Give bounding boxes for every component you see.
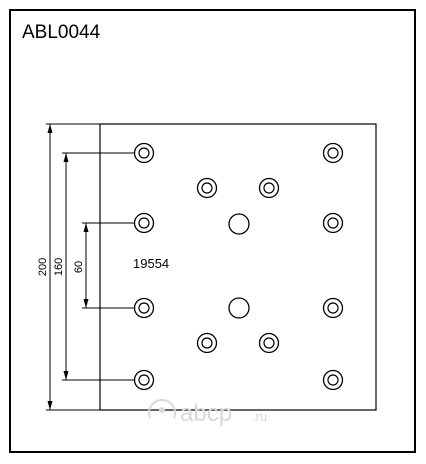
arrow-overall-top — [47, 124, 53, 133]
arrow-outer-top — [63, 153, 69, 162]
watermark-logo-icon — [148, 399, 176, 419]
rivet-hole — [196, 332, 218, 354]
dim-label-overall: 200 — [37, 258, 49, 276]
watermark: abcp .ru — [148, 399, 267, 427]
watermark-brand: abcp — [180, 400, 232, 427]
dimension-lines — [47, 124, 89, 410]
rivet-hole — [322, 142, 344, 164]
part-number: 19554 — [133, 256, 169, 271]
extension-lines — [46, 123, 135, 411]
rivet-hole — [322, 212, 344, 234]
rivet-hole — [196, 177, 218, 199]
rivet-hole — [322, 369, 344, 391]
lining-plate — [99, 123, 377, 411]
arrow-overall-bottom — [47, 401, 53, 410]
center-holes — [228, 213, 250, 319]
center-hole — [228, 213, 250, 235]
dim-label-inner-rows: 60 — [73, 261, 85, 273]
center-hole — [228, 297, 250, 319]
rivet-hole — [322, 297, 344, 319]
rivet-hole — [133, 369, 155, 391]
arrow-outer-bottom — [63, 371, 69, 380]
dim-label-outer-rows: 160 — [53, 258, 65, 276]
arrow-inner-top — [83, 223, 89, 232]
rivet-hole — [133, 212, 155, 234]
rivet-holes — [133, 142, 344, 391]
rivet-hole — [133, 142, 155, 164]
arrow-inner-bottom — [83, 299, 89, 308]
drawing-code: ABL0044 — [22, 22, 101, 43]
rivet-hole — [258, 177, 280, 199]
watermark-suffix: .ru — [252, 409, 267, 424]
rivet-hole — [258, 332, 280, 354]
rivet-hole — [133, 297, 155, 319]
